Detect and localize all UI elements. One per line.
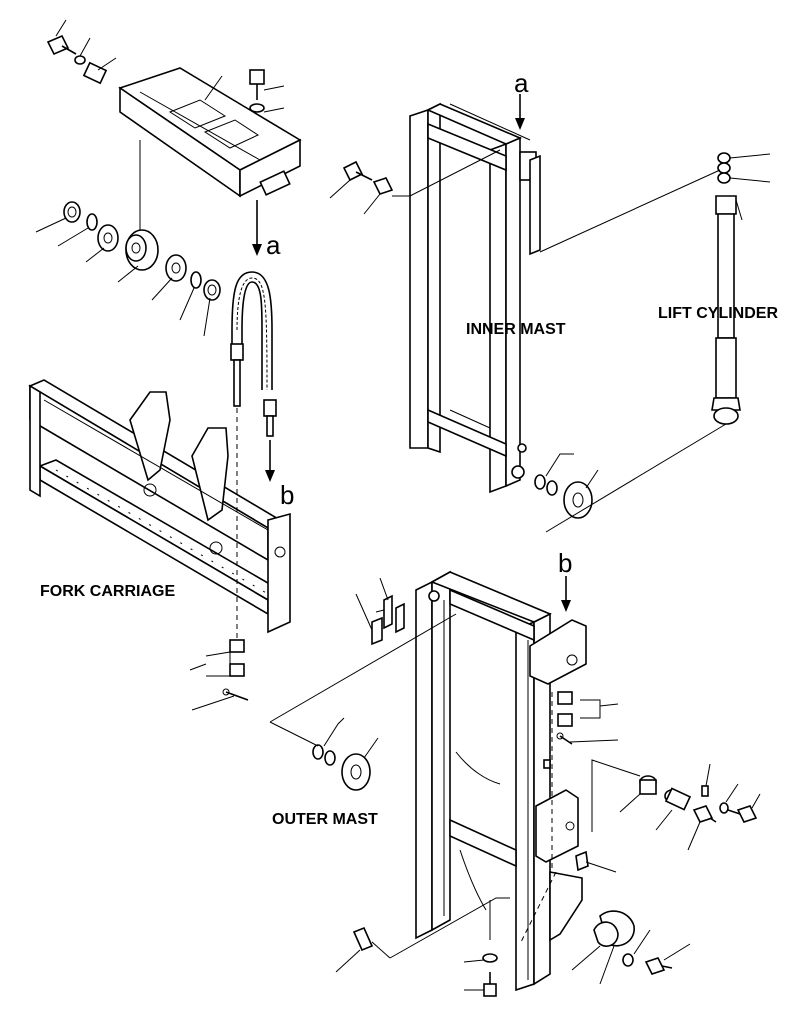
inner-mast-frame [409, 102, 541, 494]
label-lift-cylinder: LIFT CYLINDER [658, 305, 778, 322]
chain-anchor-bolt-left [230, 343, 244, 407]
outer-mast-bottom-bolt [463, 900, 498, 997]
marker-b-top: b [558, 548, 572, 578]
outer-mast-bottom-parts [571, 910, 691, 985]
label-fork-carriage: FORK CARRIAGE [40, 583, 175, 600]
lift-chain [231, 271, 273, 391]
marker-b-bottom: b [280, 480, 294, 510]
arrow-a-down-head [252, 244, 262, 256]
arrow-b-top-head [561, 600, 571, 612]
inner-mast-roller-parts [534, 453, 599, 519]
crosshead-beam [118, 67, 302, 198]
inner-mast-bolt-nut [329, 149, 501, 215]
outer-mast-lower-guide-line [519, 871, 557, 945]
outer-mast-frame [415, 570, 587, 992]
carriage-nuts-pin [189, 639, 249, 711]
outer-mast-bracket-plates [355, 577, 405, 646]
outer-mast-side-fittings [591, 759, 761, 851]
sheave-parts-row [35, 201, 221, 337]
beam-bolt-and-washer [249, 69, 285, 113]
arrow-a-top-head [515, 118, 525, 130]
outer-mast-to-roller-line [269, 613, 457, 723]
cylinder-to-inner-mast-line [539, 169, 721, 253]
fork-carriage-frame [28, 379, 291, 634]
label-inner-mast: INNER MAST [466, 321, 566, 338]
lift-cylinder [711, 152, 771, 425]
outer-mast-grease-fitting-upper [575, 850, 617, 873]
marker-a-bottom: a [266, 230, 281, 260]
arrow-b-down-head [265, 470, 275, 482]
marker-a-top: a [514, 68, 529, 98]
label-outer-mast: OUTER MAST [272, 811, 378, 828]
outer-mast-grease-fitting-lower [335, 897, 510, 973]
outer-mast-roller-parts [269, 717, 379, 791]
cylinder-to-outer-mast-line [545, 423, 727, 533]
chain-anchor-bolt-right [263, 399, 277, 437]
outer-mast-top-nuts [556, 691, 619, 745]
crosshead-bolt-top [46, 19, 223, 101]
